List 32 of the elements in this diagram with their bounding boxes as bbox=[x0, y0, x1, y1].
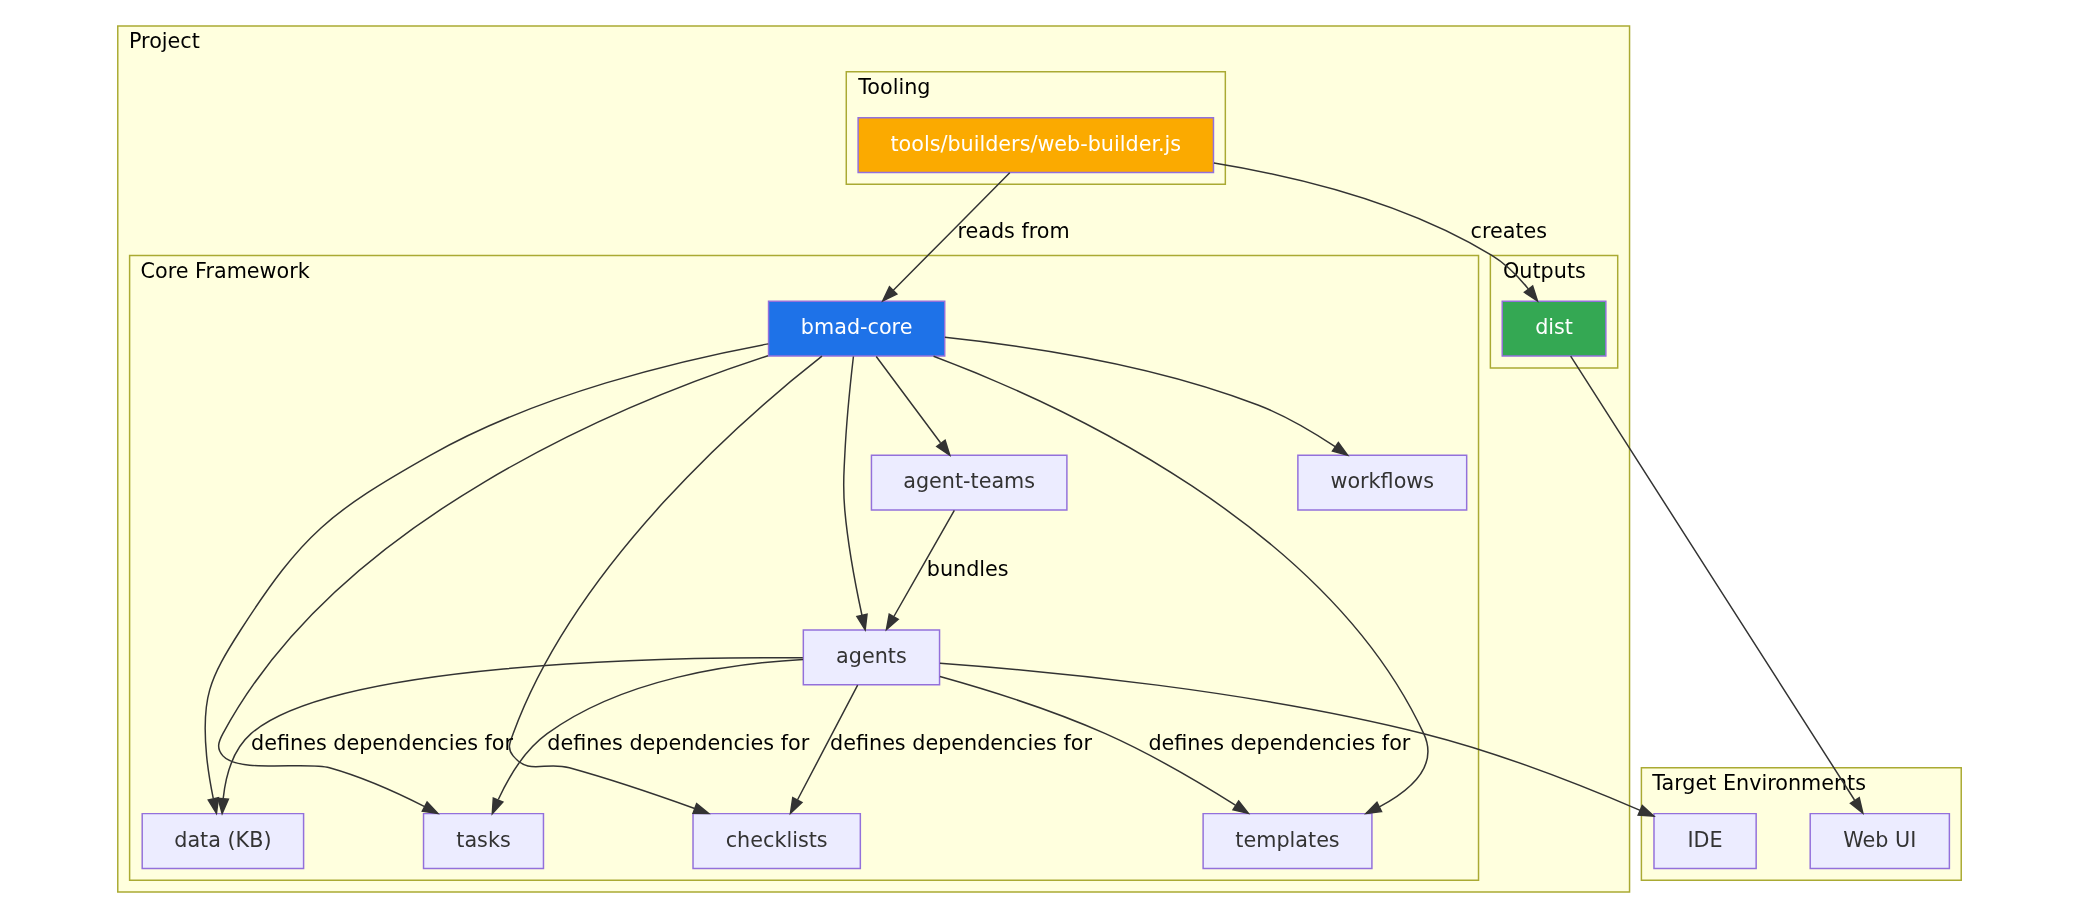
node-box: workflows bbox=[1296, 454, 1467, 511]
node-box: Web UI bbox=[1808, 812, 1950, 870]
arrow bbox=[1212, 162, 1539, 303]
edge-label: defines dependencies for bbox=[829, 731, 1092, 756]
arrow bbox=[490, 658, 804, 816]
arrow bbox=[943, 336, 1349, 457]
arrow bbox=[884, 509, 955, 632]
arrow bbox=[875, 355, 951, 457]
node-box: IDE bbox=[1652, 812, 1757, 870]
edge-label: bundles bbox=[926, 556, 1009, 581]
arrow bbox=[880, 172, 1010, 303]
edge-label: defines dependencies for bbox=[546, 731, 809, 756]
node-box: tools/builders/web-builder.js bbox=[856, 116, 1214, 174]
arrow bbox=[938, 662, 1656, 818]
node-box: templates bbox=[1201, 812, 1373, 870]
node-box: dist bbox=[1501, 300, 1607, 357]
arrow bbox=[508, 355, 823, 815]
arrow bbox=[1569, 355, 1864, 815]
node-box: bmad-core bbox=[767, 300, 945, 357]
arrow bbox=[216, 657, 804, 816]
arrow bbox=[788, 684, 858, 816]
node-box: tasks bbox=[422, 812, 544, 870]
node-box: agents bbox=[802, 629, 940, 686]
node-box: checklists bbox=[691, 812, 861, 870]
node-box: agent-teams bbox=[870, 454, 1068, 511]
edge-label: reads from bbox=[956, 218, 1070, 243]
arrow bbox=[842, 355, 868, 632]
arrow bbox=[932, 355, 1428, 815]
node-box: data (KB) bbox=[140, 812, 304, 870]
edge-label: creates bbox=[1470, 218, 1547, 243]
edge-label: defines dependencies for bbox=[1147, 731, 1410, 756]
arrow bbox=[938, 675, 1250, 815]
